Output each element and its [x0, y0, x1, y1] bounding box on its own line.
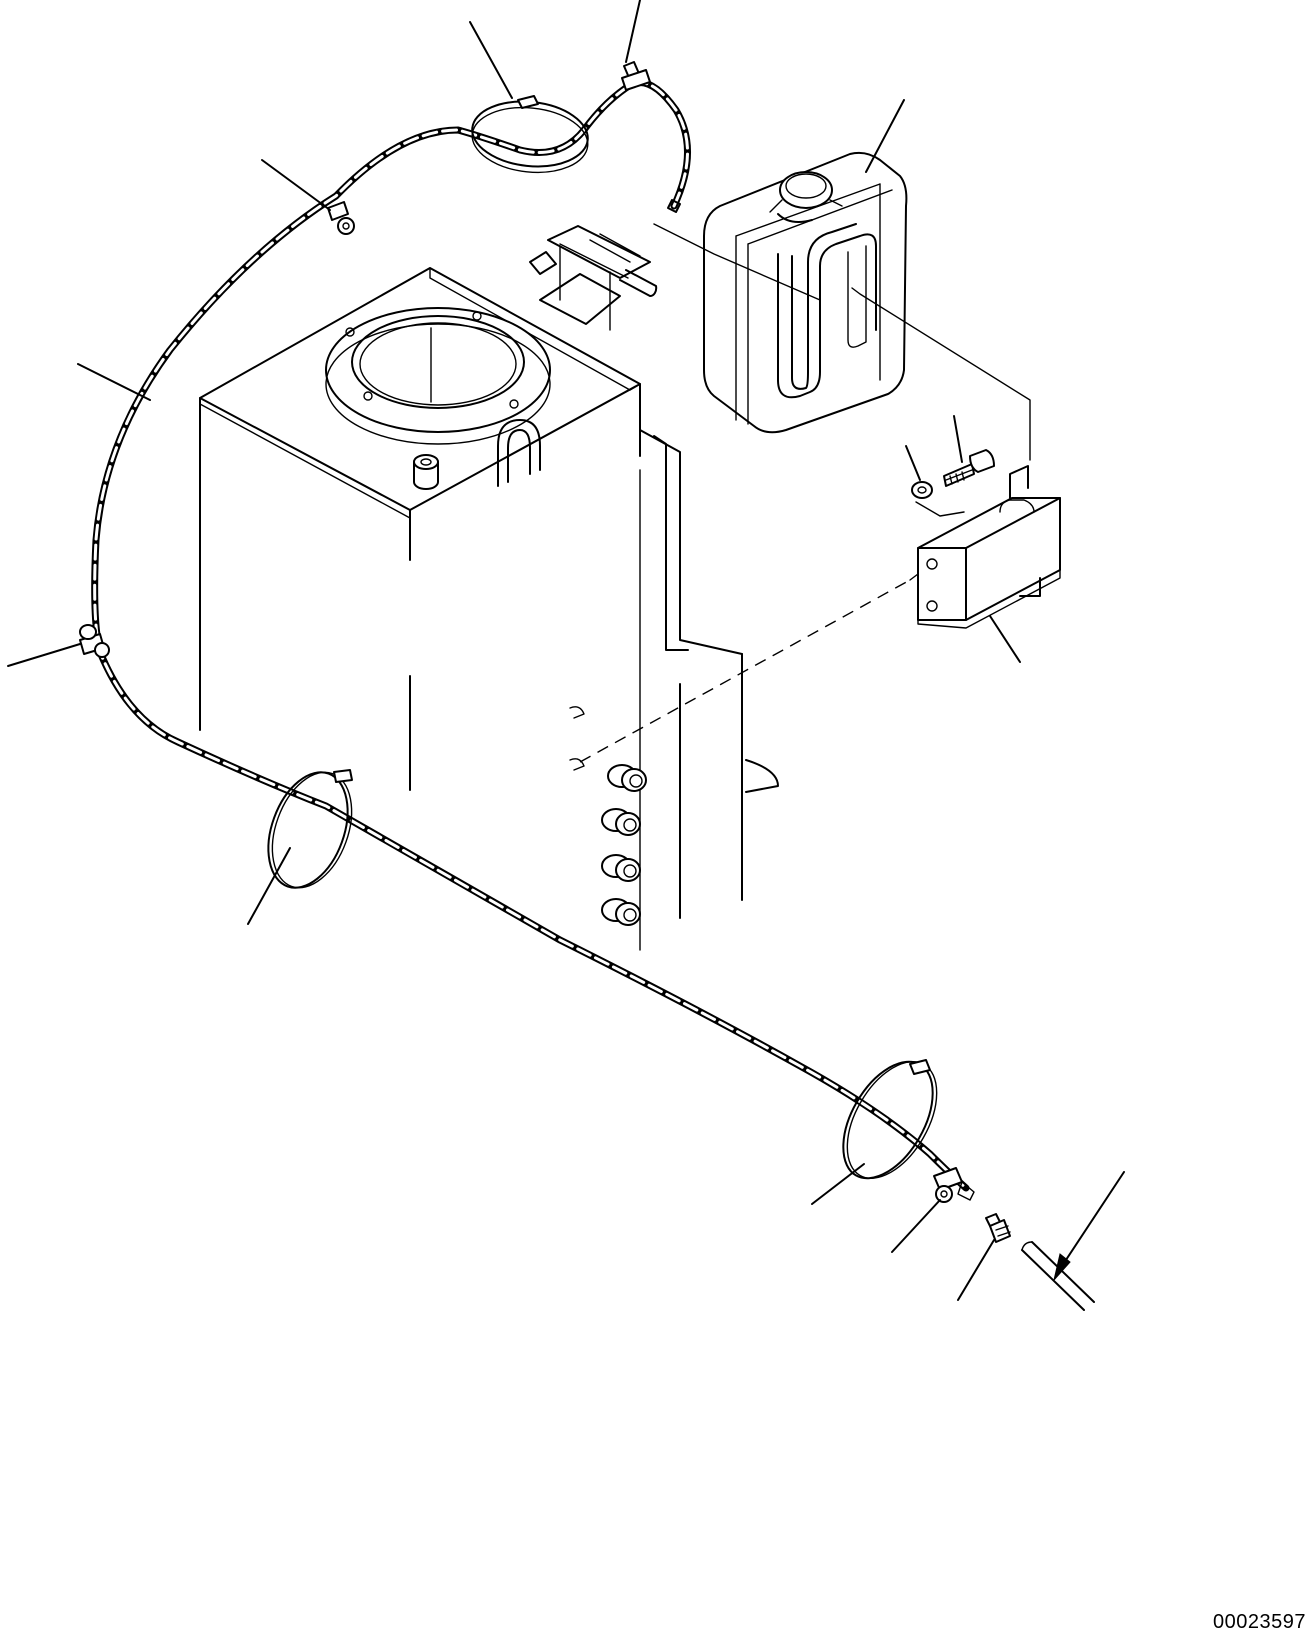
nozzle-tube: [1021, 1241, 1095, 1311]
hydraulic-tank: [199, 225, 779, 951]
bolt: [943, 449, 995, 487]
tank-side-frame: [639, 429, 779, 951]
hose-clip: [327, 201, 355, 235]
tank-pipe-fitting: [529, 225, 658, 331]
direction-arrow: [1053, 1171, 1125, 1281]
washer-tank: [703, 151, 908, 434]
hose-clip: [79, 624, 110, 658]
mounting-bracket: [917, 465, 1061, 629]
tank-boss: [413, 454, 439, 490]
washer: [911, 481, 933, 499]
hose-connector: [985, 1213, 1011, 1243]
leader-line: [7, 0, 1021, 1301]
hose-clip: [621, 61, 651, 91]
hose-clip: [933, 1167, 975, 1203]
washer-tank-cap: [769, 171, 843, 223]
tank-filler-flange: [325, 307, 551, 445]
tank-mount-holes: [569, 706, 585, 771]
tank-u-handle: [497, 419, 541, 487]
hose-clamp-band: [267, 769, 353, 889]
drawing-number: 00023597: [1213, 1611, 1306, 1633]
assembly-lines: [579, 223, 1031, 763]
hose-clamp-band: [471, 95, 589, 174]
hose-clamp-band: [842, 1059, 938, 1180]
tank-ports: [601, 764, 647, 926]
